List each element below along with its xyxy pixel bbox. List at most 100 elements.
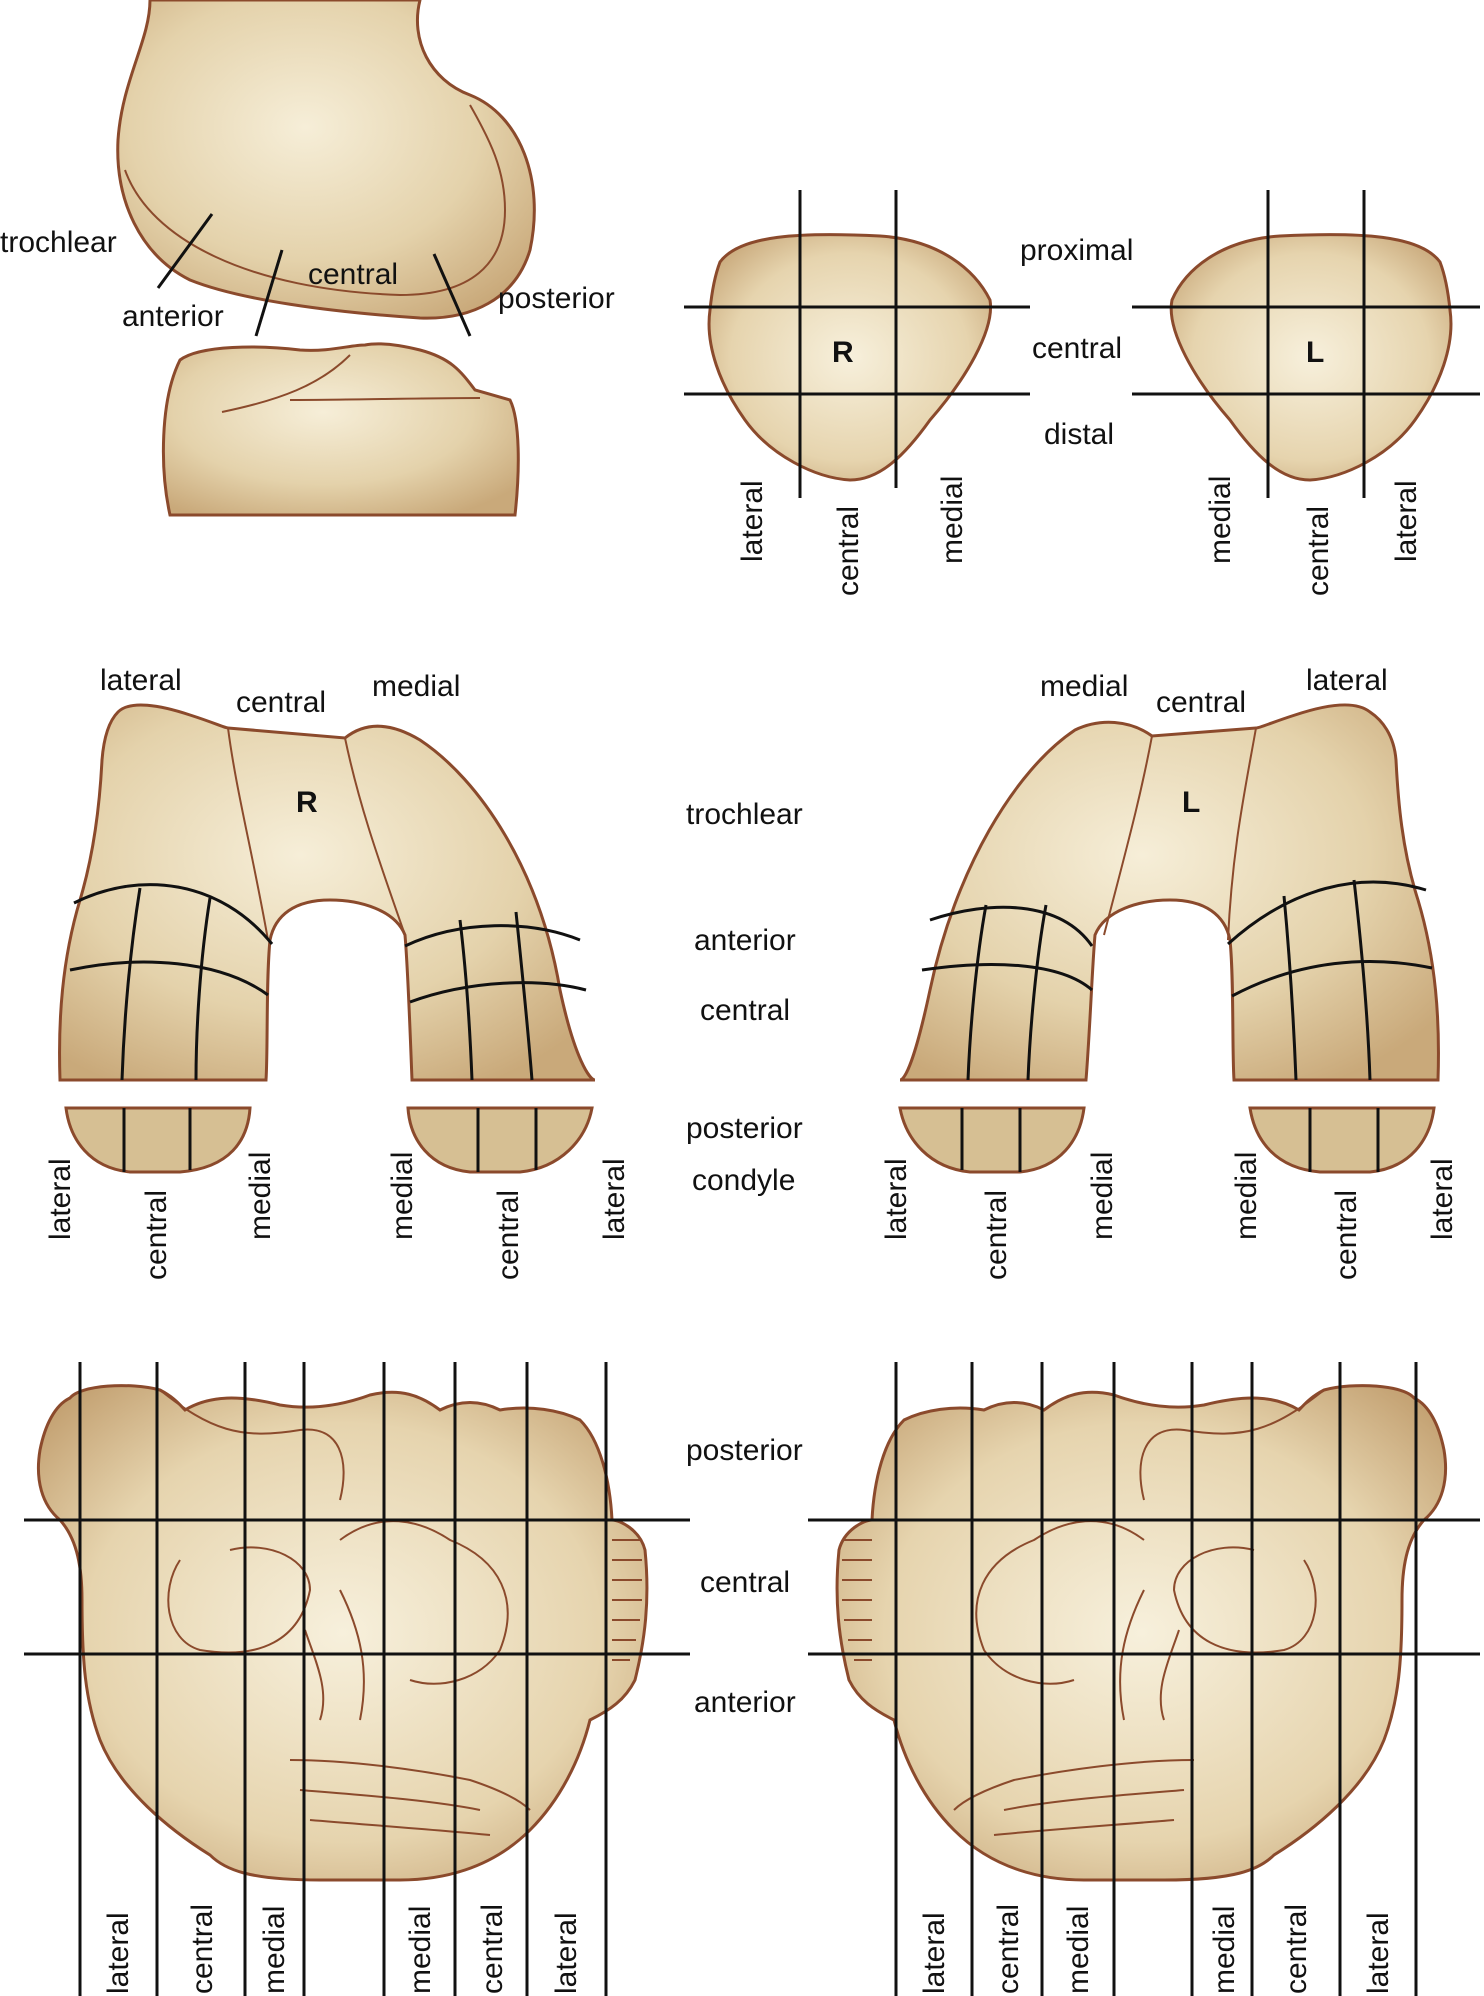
femur-right-bottom-6: lateral: [598, 1158, 631, 1240]
femur-right-grid-v1: [120, 887, 142, 1081]
tibia-left-bottom-2: central: [992, 1904, 1025, 1994]
tibia-left-bottom-4: medial: [1208, 1906, 1241, 1994]
femur-left-bottom-4: medial: [1230, 1152, 1263, 1240]
femur-right-bottom-3: medial: [244, 1152, 277, 1240]
trochlear-anterior-divider: [156, 213, 214, 289]
tibia-left-detail-5: [993, 1789, 1185, 1836]
condyle-section-left-lateral: [898, 1106, 1086, 1174]
patella-right-bottom-1: lateral: [736, 480, 769, 562]
patella-right-bottom-2: central: [832, 506, 865, 596]
femur-right-grid-arc3: [404, 924, 581, 948]
femur-right-top-central: central: [236, 686, 326, 719]
tibia-right-bottom-3: medial: [258, 1906, 291, 1994]
femur-articular-line: [124, 104, 507, 297]
femur-left-grid-v2: [1026, 904, 1048, 1081]
condyle-section-left-medial: [1248, 1106, 1436, 1174]
tibia-left-bottom-5: central: [1280, 1904, 1313, 1994]
tibia-sagittal: [161, 342, 520, 517]
femur-right-grid-v4: [514, 911, 534, 1081]
label-central: central: [308, 258, 398, 291]
femur-left-top-lateral: lateral: [1306, 664, 1388, 697]
label-trochlear: trochlear: [0, 226, 117, 259]
femur-left-grid-arc4: [1231, 959, 1433, 998]
condyle-section-right-lateral: [64, 1106, 252, 1174]
label-trochlear-femur: trochlear: [686, 798, 803, 831]
tibia-left-detail-4: [953, 1759, 1195, 1811]
femur-left-grid-v3: [1282, 895, 1298, 1081]
label-posterior-tibia: posterior: [686, 1434, 803, 1467]
tibia-left-bottom-1: lateral: [918, 1912, 951, 1994]
tibia-left-detail-1: [1139, 1389, 1325, 1501]
femur-right-bottom-2: central: [140, 1190, 173, 1280]
femur-left-zone-line-2: [1227, 727, 1257, 941]
tibia-articular-line: [221, 354, 481, 413]
patella-right-mark: R: [832, 336, 854, 369]
tibia-right-bottom-1: lateral: [102, 1912, 135, 1994]
femur-left-grid-v1: [966, 904, 988, 1081]
tibia-right-detail-4: [289, 1759, 531, 1811]
femur-left-bottom-6: lateral: [1426, 1158, 1459, 1240]
patella-right: [707, 233, 993, 482]
tibia-right-detail-6: [304, 1589, 365, 1721]
femur-left-bottom-3: medial: [1086, 1152, 1119, 1240]
patella-left-bottom-3: lateral: [1390, 480, 1423, 562]
condyle-section-right-medial: [406, 1106, 594, 1174]
femur-left-grid-arc2: [921, 963, 1093, 992]
tibia-left-detail-2: [1172, 1546, 1317, 1654]
femur-left-grid-arc1: [929, 905, 1094, 947]
tibia-right-bottom-4: medial: [404, 1906, 437, 1994]
femur-distal-left: [899, 703, 1440, 1082]
tibia-right-bottom-5: central: [476, 1904, 509, 1994]
distal-femur-panel: R L lateral central medial medial cen: [44, 664, 1459, 1280]
label-distal: distal: [1044, 418, 1114, 451]
femur-left-top-central: central: [1156, 686, 1246, 719]
label-proximal: proximal: [1020, 234, 1133, 267]
femur-right-bottom-1: lateral: [44, 1158, 77, 1240]
femur-left-grid-v4: [1352, 879, 1372, 1081]
femur-distal-right: [58, 703, 596, 1082]
femur-right-bottom-4: medial: [386, 1152, 419, 1240]
femur-left-top-medial: medial: [1040, 670, 1128, 703]
femur-right-grid-v2: [194, 897, 212, 1081]
tibia-right-detail-5: [299, 1789, 491, 1836]
femur-right-grid-v3: [458, 919, 474, 1081]
tibia-right-detail-2: [167, 1546, 312, 1654]
patella-left: [1169, 233, 1453, 482]
label-anterior-tibia: anterior: [694, 1686, 796, 1719]
label-posterior: posterior: [498, 282, 615, 315]
central-posterior-divider: [432, 253, 472, 337]
label-central-tibia: central: [700, 1566, 790, 1599]
tibial-plateau-panel: posterior central anterior lateral centr…: [24, 1362, 1480, 1996]
femur-left-bottom-5: central: [1330, 1190, 1363, 1280]
femur-left-grid-arc3: [1226, 880, 1427, 946]
label-central-femur: central: [700, 994, 790, 1027]
label-central-patella: central: [1032, 332, 1122, 365]
tibia-right-bottom-6: lateral: [550, 1912, 583, 1994]
femur-right-mark: R: [296, 786, 318, 819]
femur-right-top-lateral: lateral: [100, 664, 182, 697]
tibia-left-bottom-3: medial: [1062, 1906, 1095, 1994]
anterior-central-divider: [254, 249, 284, 337]
femur-left-bottom-2: central: [980, 1190, 1013, 1280]
patella-left-bottom-1: medial: [1204, 476, 1237, 564]
label-anterior-femur: anterior: [694, 924, 796, 957]
femur-left-mark: L: [1182, 786, 1200, 819]
label-condyle: condyle: [692, 1164, 795, 1197]
patella-panel: R lateral central medial L medial centra…: [684, 190, 1480, 596]
femur-right-grid-arc4: [409, 981, 587, 1004]
femur-right-zone-line-1: [227, 727, 269, 941]
patella-left-mark: L: [1306, 336, 1324, 369]
tibia-right-tubercle-stripes: [612, 1539, 642, 1661]
tibia-left-detail-6: [1119, 1589, 1180, 1721]
femur-right-bottom-5: central: [492, 1190, 525, 1280]
femur-left-bottom-1: lateral: [880, 1158, 913, 1240]
tibia-right-bottom-2: central: [186, 1904, 219, 1994]
tibia-left-tubercle-stripes: [842, 1539, 872, 1661]
femur-sagittal: [116, 0, 536, 320]
sagittal-knee-panel: trochlear anterior central posterior: [0, 0, 615, 517]
patella-left-bottom-2: central: [1302, 506, 1335, 596]
femur-right-grid-arc2: [69, 960, 269, 997]
tibia-right-detail-1: [159, 1389, 345, 1501]
femur-right-top-medial: medial: [372, 670, 460, 703]
